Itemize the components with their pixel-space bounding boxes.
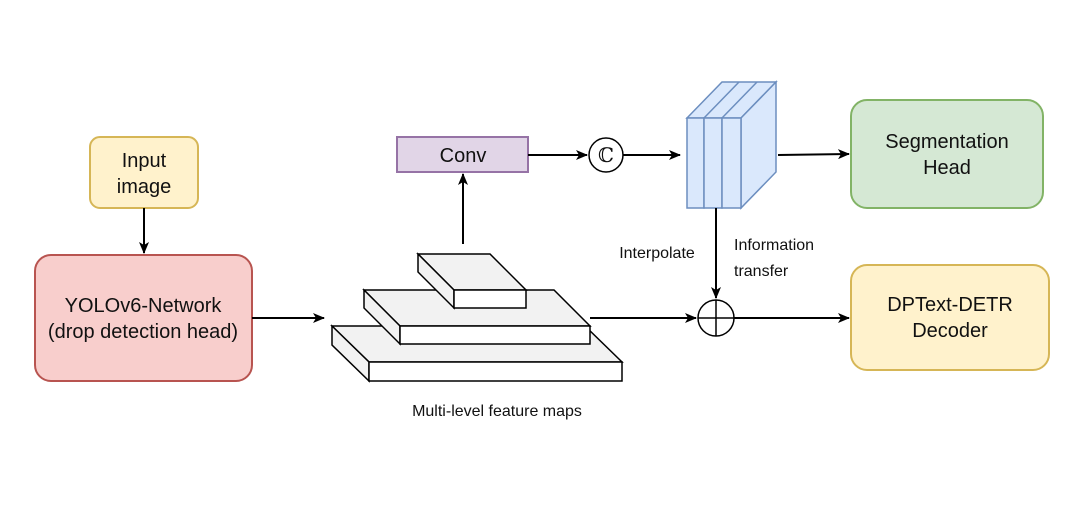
conv-label: Conv: [440, 145, 487, 167]
information-transfer-label-line2: transfer: [734, 263, 789, 280]
add-node: [697, 299, 735, 337]
fused-feature-blocks: [685, 80, 778, 210]
feature-map-level-1: [416, 252, 528, 310]
interpolate-label: Interpolate: [619, 245, 695, 262]
input-image-node: Input image: [89, 136, 199, 209]
yolo-network-label-line2: (drop detection head): [48, 321, 238, 343]
dptext-decoder-box: [850, 264, 1050, 371]
segmentation-head-node: Segmentation Head: [850, 99, 1044, 209]
feature-block-divider: [703, 81, 740, 119]
segmentation-head-line1: Segmentation: [885, 131, 1008, 153]
concat-node: ℂ: [588, 137, 624, 173]
yolo-network-label-line1: YOLOv6-Network: [65, 295, 223, 317]
dptext-decoder-node: DPText-DETR Decoder: [850, 264, 1050, 371]
edges: [139, 149, 850, 323]
input-image-label-line2: image: [117, 176, 171, 198]
segmentation-head-line2: Head: [923, 157, 971, 179]
feature-block-slice-3: [721, 117, 742, 209]
yolo-network-node: YOLOv6-Network (drop detection head): [34, 254, 253, 382]
conv-box: [396, 136, 529, 173]
conv-node: Conv: [396, 136, 529, 173]
feature-block-divider: [721, 81, 758, 119]
feature-block-slice-2: [703, 117, 723, 209]
information-transfer-label-line1: Information: [734, 237, 814, 254]
input-image-label-line1: Input: [122, 150, 167, 172]
concat-symbol: ℂ: [598, 143, 614, 167]
edge-blocks-to-segmentation: [777, 149, 850, 160]
yolo-network-box: [34, 254, 253, 382]
feature-maps-stack: [330, 252, 624, 383]
dptext-decoder-line2: Decoder: [912, 320, 988, 342]
segmentation-head-box: [850, 99, 1044, 209]
dptext-decoder-line1: DPText-DETR: [887, 294, 1013, 316]
feature-block-slice-1: [686, 117, 705, 209]
feature-maps-caption: Multi-level feature maps: [412, 403, 582, 420]
